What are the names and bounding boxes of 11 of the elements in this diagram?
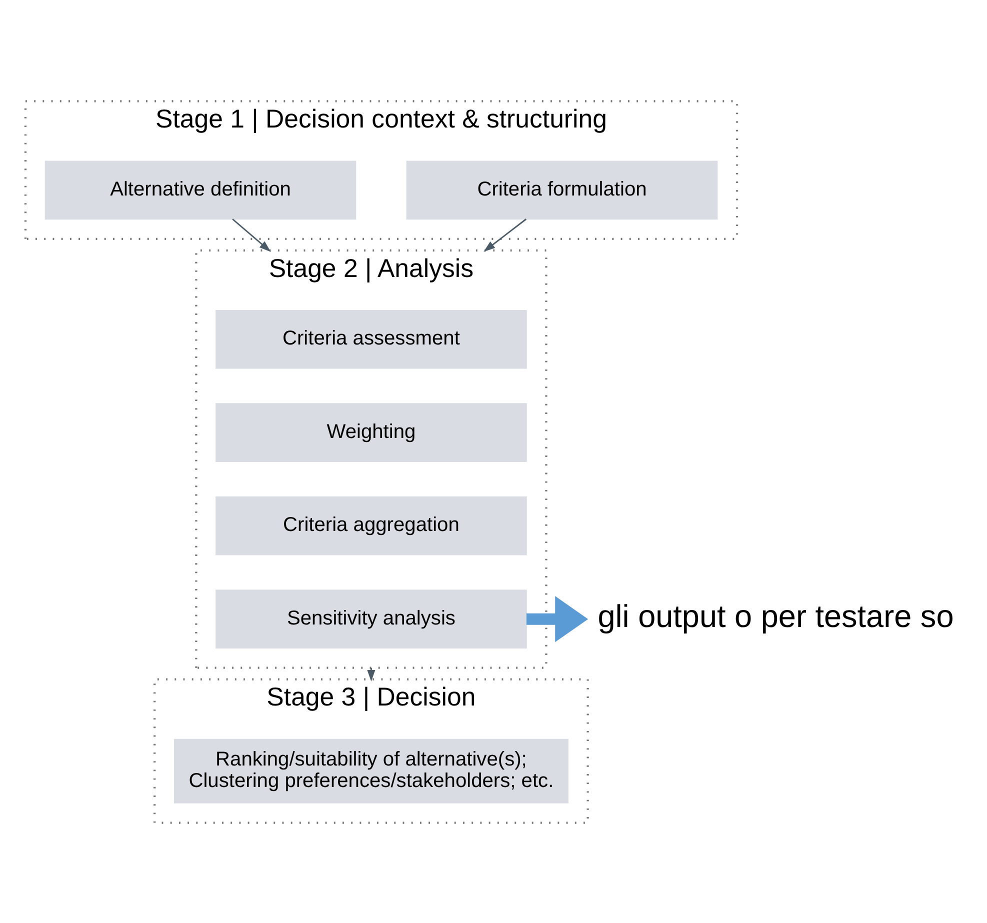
node-box: Criteria aggregation [216, 496, 527, 555]
node-box: Ranking/suitability of alternative(s); Clustering preferences/stakeholders; etc. [174, 738, 568, 803]
node-box: Criteria assessment [216, 309, 527, 368]
arrow [484, 218, 527, 252]
node-box: Sensitivity analysis [216, 589, 527, 648]
arrow [232, 218, 271, 252]
arrow [526, 596, 588, 642]
node-box: Alternative definition [44, 160, 356, 220]
node-box: Criteria formulation [406, 160, 718, 220]
node-text: gli output o per testare so [598, 598, 954, 634]
node-box: Weighting [216, 402, 527, 462]
